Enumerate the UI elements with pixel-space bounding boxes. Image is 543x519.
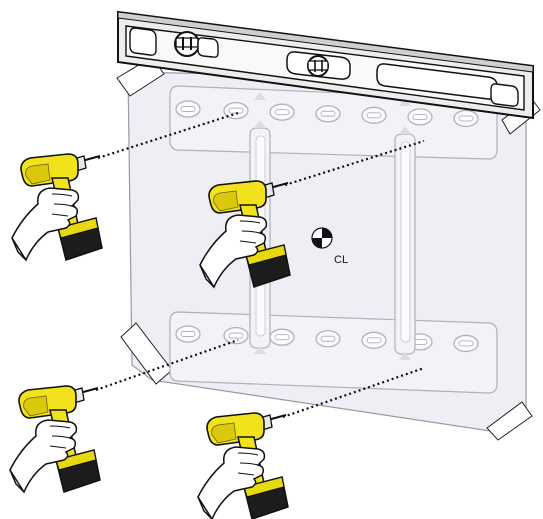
tape-bottom-right: [486, 401, 533, 441]
upper-bracket-slot: [407, 108, 433, 126]
upper-bracket-slot: [223, 101, 249, 120]
upper-bracket-slot: [453, 109, 479, 128]
lower-bracket-slot: [315, 330, 341, 348]
drill-upper-middle: [199, 180, 291, 289]
lower-bracket-slot: [175, 325, 201, 343]
drill-guide-lines: [95, 111, 425, 419]
drill-top-left: [11, 153, 103, 262]
center-line-icon: CL: [311, 227, 348, 266]
drill-bottom-middle: [197, 412, 289, 519]
drill-line-bottom-left: [95, 338, 239, 392]
center-line-label: CL: [334, 254, 348, 266]
upper-bracket-slot: [269, 103, 295, 121]
upper-bracket-slot: [361, 106, 387, 124]
level-icon: [117, 10, 534, 120]
right-vertical-strap: [394, 98, 416, 360]
upper-bracket-slot: [175, 100, 201, 118]
lower-bracket-slot: [361, 331, 387, 349]
lower-bracket: [169, 311, 498, 394]
drill-bottom-left: [9, 385, 101, 494]
upper-bracket-slot: [315, 105, 341, 123]
drill-line-upper-middle: [284, 139, 425, 187]
lower-bracket-slot: [453, 334, 479, 353]
lower-bracket-slot: [223, 326, 249, 345]
lower-bracket-slot: [269, 328, 295, 346]
